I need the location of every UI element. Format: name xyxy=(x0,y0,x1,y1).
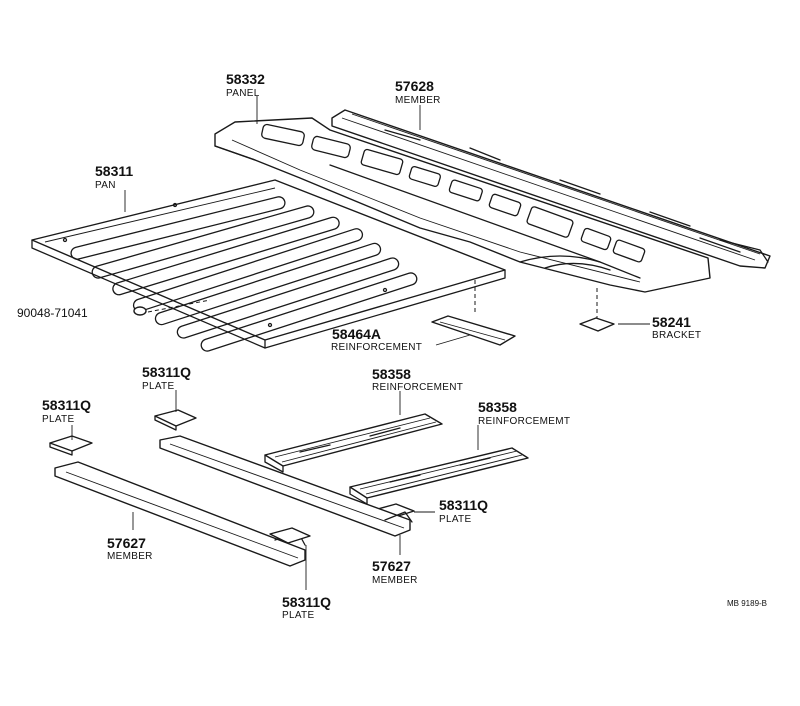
part-label: PANEL xyxy=(226,88,260,99)
part-label: MEMBER xyxy=(372,575,418,586)
part-label: REINFORCEMENT xyxy=(331,342,422,353)
part-number: 58241 xyxy=(652,314,691,330)
callout-58311q-left: 58311Q PLATE xyxy=(42,397,91,425)
part-label: BRACKET xyxy=(652,330,701,341)
plate-bottom xyxy=(269,527,311,544)
bracket-part xyxy=(579,288,615,332)
leader-lines xyxy=(71,96,650,590)
part-number: 58464A xyxy=(332,326,381,342)
plate-upper-middle xyxy=(154,409,197,431)
reinforcement-58464a-part xyxy=(431,280,516,346)
callout-58332: 58332 PANEL xyxy=(226,71,265,99)
part-label: REINFORCEMEMT xyxy=(478,416,570,427)
drawing-reference: MB 9189-B xyxy=(727,599,767,608)
part-number: 57627 xyxy=(107,535,146,551)
part-number: 58311Q xyxy=(439,497,488,513)
callout-57627-left: 57627 MEMBER xyxy=(107,535,153,562)
part-label: REINFORCEMENT xyxy=(372,382,463,393)
reinforcement-58358-upper xyxy=(264,413,443,473)
long-member-rail-part xyxy=(331,109,771,269)
part-label: PLATE xyxy=(42,414,74,425)
part-number: 58358 xyxy=(478,399,517,415)
rear-panel-part xyxy=(214,117,711,293)
part-label: PLATE xyxy=(142,381,174,392)
part-number: 58311Q xyxy=(282,594,331,610)
callout-57628: 57628 MEMBER xyxy=(395,78,441,106)
callout-58464a: 58464A REINFORCEMENT xyxy=(331,326,422,353)
callout-58358-upper: 58358 REINFORCEMENT xyxy=(372,366,463,393)
member-57627-middle xyxy=(159,435,413,537)
part-label: MEMBER xyxy=(395,95,441,106)
callout-58358-lower: 58358 REINFORCEMEMT xyxy=(478,399,570,427)
part-label: MEMBER xyxy=(107,551,153,562)
part-number: 57627 xyxy=(372,558,411,574)
part-number: 57628 xyxy=(395,78,434,94)
plate-left xyxy=(49,435,93,456)
part-number: 58311Q xyxy=(142,364,191,380)
part-label: PLATE xyxy=(439,514,471,525)
callout-58241: 58241 BRACKET xyxy=(652,314,701,341)
part-number: 90048-71041 xyxy=(17,306,88,320)
pan-ribs xyxy=(70,196,418,352)
reinforcement-58358-lower xyxy=(349,447,529,505)
callout-58311: 58311 PAN xyxy=(95,163,133,191)
callout-90048: 90048-71041 xyxy=(17,306,88,320)
callout-58311q-bottom: 58311Q PLATE xyxy=(282,594,331,621)
callout-58311q-right: 58311Q PLATE xyxy=(439,497,488,525)
member-57627-left xyxy=(54,461,306,567)
part-number: 58311Q xyxy=(42,397,91,413)
callout-57627-middle: 57627 MEMBER xyxy=(372,558,418,586)
part-label: PAN xyxy=(95,180,116,191)
part-number: 58311 xyxy=(95,163,133,179)
part-label: PLATE xyxy=(282,610,314,621)
floor-pan-part xyxy=(31,179,506,352)
part-number: 58332 xyxy=(226,71,265,87)
callout-58311q-upper: 58311Q PLATE xyxy=(142,364,191,392)
part-number: 58358 xyxy=(372,366,411,382)
fastener-plug xyxy=(133,299,211,316)
